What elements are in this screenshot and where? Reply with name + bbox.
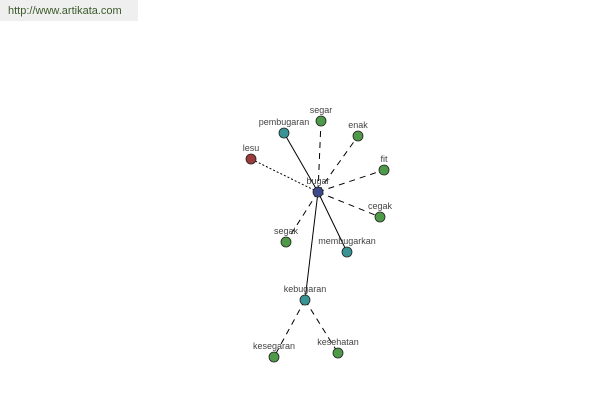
watermark-url[interactable]: http://www.artikata.com	[0, 0, 138, 21]
node-circle[interactable]	[374, 211, 386, 223]
node-label: kesehatan	[317, 337, 359, 347]
node-segar[interactable]: segar	[310, 105, 333, 127]
node-circle[interactable]	[312, 186, 324, 198]
node-circle[interactable]	[245, 153, 257, 165]
node-circle[interactable]	[341, 246, 353, 258]
edge-bugar-cegak	[317, 191, 381, 218]
edge-bugar-kebugaran	[304, 191, 319, 301]
edge-bugar-enak	[317, 135, 359, 193]
edge-bugar-segar	[317, 120, 322, 193]
node-label: kesegaran	[253, 341, 295, 351]
node-lesu[interactable]: lesu	[243, 143, 260, 165]
node-label: enak	[348, 120, 368, 130]
node-label: pembugaran	[259, 117, 310, 127]
node-segak[interactable]: segak	[274, 226, 299, 248]
node-circle[interactable]	[278, 127, 290, 139]
node-pembugaran[interactable]: pembugaran	[259, 117, 310, 139]
node-label: segar	[310, 105, 333, 115]
node-kesegaran[interactable]: kesegaran	[253, 341, 295, 363]
node-cegak[interactable]: cegak	[368, 201, 393, 223]
node-circle[interactable]	[268, 351, 280, 363]
node-circle[interactable]	[378, 164, 390, 176]
node-label: membugarkan	[318, 236, 376, 246]
node-label: segak	[274, 226, 299, 236]
node-label: cegak	[368, 201, 393, 211]
node-label: bugar	[306, 176, 329, 186]
node-kebugaran[interactable]: kebugaran	[284, 284, 327, 306]
node-kesehatan[interactable]: kesehatan	[317, 337, 359, 359]
edge-bugar-fit	[317, 169, 385, 193]
node-membugarkan[interactable]: membugarkan	[318, 236, 376, 258]
node-label: lesu	[243, 143, 260, 153]
node-circle[interactable]	[332, 347, 344, 359]
node-label: fit	[380, 154, 388, 164]
edge-bugar-segak	[285, 191, 319, 243]
node-circle[interactable]	[352, 130, 364, 142]
edge-bugar-lesu	[250, 158, 319, 193]
edge-bugar-membugarkan	[317, 191, 348, 253]
edge-bugar-pembugaran	[283, 132, 319, 193]
node-fit[interactable]: fit	[378, 154, 390, 176]
node-label: kebugaran	[284, 284, 327, 294]
node-circle[interactable]	[299, 294, 311, 306]
node-circle[interactable]	[280, 236, 292, 248]
node-bugar[interactable]: bugar	[306, 176, 330, 198]
node-enak[interactable]: enak	[348, 120, 368, 142]
node-circle[interactable]	[315, 115, 327, 127]
